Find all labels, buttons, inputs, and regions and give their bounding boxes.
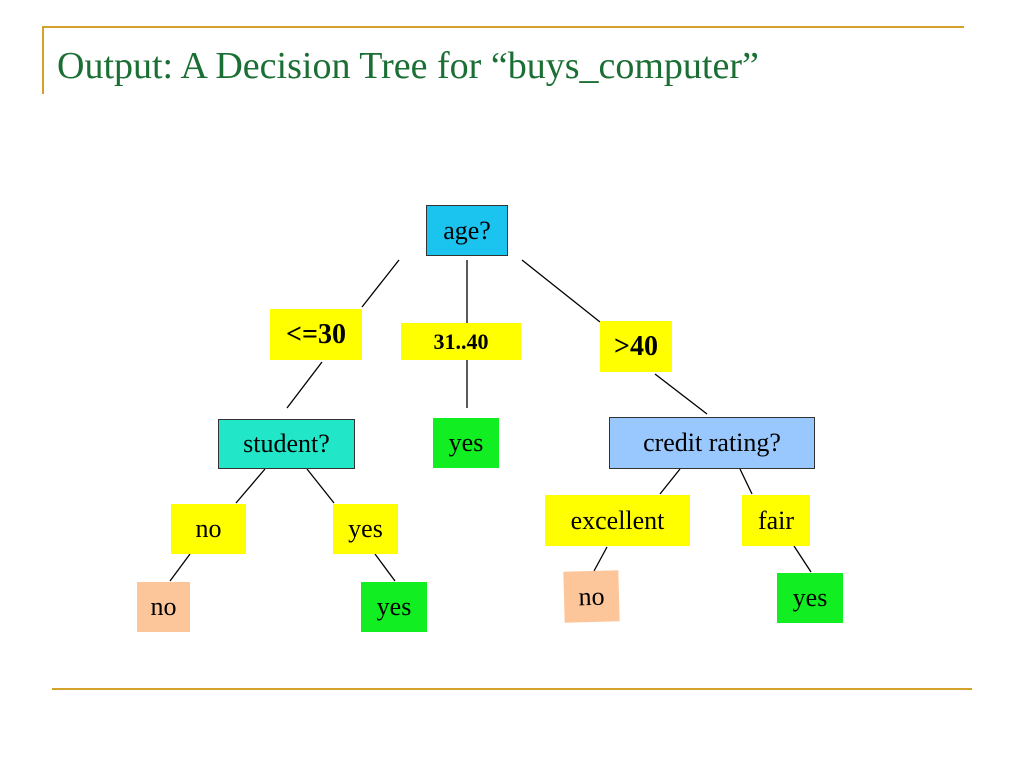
leaf-yes-fair: yes [777,573,843,623]
bottom-accent-rule [52,688,972,690]
student-no-text: no [195,514,222,543]
edge-fair-leaf [793,545,812,573]
branch-gt40-text: >40 [614,330,658,362]
edge-no-leaf [169,553,191,582]
leaf-no-excellent-text: no [578,581,605,611]
age-decision-node: age? [426,205,508,256]
edge-yes-leaf [374,553,396,582]
leaf-yes-student: yes [361,582,427,632]
student-label: student? [243,429,330,458]
edge-age-gt40-upper [521,259,601,323]
age-label: age? [443,215,491,245]
branch-31-40-text: 31..40 [433,328,489,354]
edge-gt40-credit [654,373,708,415]
fair-text: fair [757,505,795,535]
edge-credit-fair [739,468,753,495]
student-decision-node: student? [218,419,355,469]
branch-label-student-no: no [171,504,246,554]
branch-le30-text: <=30 [286,318,346,350]
top-accent-rule [42,26,964,28]
excellent-text: excellent [570,505,665,535]
leaf-yes-student-text: yes [376,592,412,621]
edge-credit-excellent [659,468,681,495]
branch-label-31-40: 31..40 [401,323,521,360]
branch-label-student-yes: yes [333,504,398,554]
leaf-no-excellent: no [563,570,620,623]
edge-student-yes [306,468,335,504]
edge-age-le30-upper [361,259,400,308]
edge-excellent-leaf [593,546,608,572]
student-yes-text: yes [348,514,383,543]
credit-rating-label: credit rating? [643,428,781,457]
leaf-yes-fair-text: yes [792,583,828,612]
leaf-yes-31-40: yes [433,418,499,468]
branch-label-le30: <=30 [270,309,362,360]
leaf-yes-31-40-text: yes [448,428,484,457]
edge-student-no [235,468,266,504]
credit-rating-decision-node: credit rating? [609,417,815,469]
branch-label-gt40: >40 [600,321,672,372]
edge-le30-student [286,361,323,409]
leaf-no-student-text: no [150,592,177,621]
branch-label-excellent: excellent [545,495,690,546]
branch-label-fair: fair [742,495,810,546]
slide-title: Output: A Decision Tree for “buys_comput… [57,45,759,87]
title-accent-bar [42,26,44,94]
leaf-no-student: no [137,582,190,632]
